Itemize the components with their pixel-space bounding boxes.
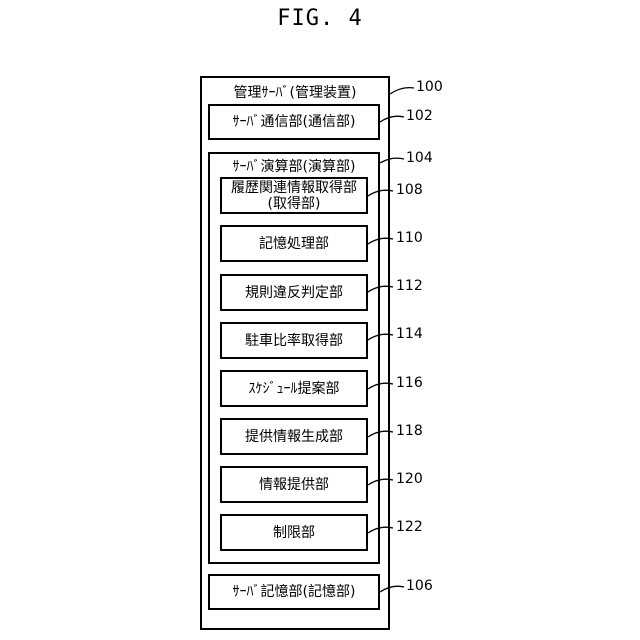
leader-108 — [368, 190, 393, 196]
leader-100 — [390, 88, 414, 94]
leader-104 — [380, 158, 404, 163]
ref-100: 100 — [416, 79, 443, 95]
ref-104: 104 — [406, 150, 433, 166]
leader-106 — [380, 586, 404, 592]
leader-102 — [380, 116, 404, 122]
ref-108: 108 — [396, 182, 423, 198]
leader-114 — [368, 334, 393, 340]
leader-120 — [368, 479, 393, 485]
ref-120: 120 — [396, 471, 423, 487]
ref-102: 102 — [406, 108, 433, 124]
ref-114: 114 — [396, 326, 423, 342]
leader-112 — [368, 286, 393, 292]
leader-116 — [368, 383, 393, 389]
ref-122: 122 — [396, 519, 423, 535]
ref-112: 112 — [396, 278, 423, 294]
leader-118 — [368, 431, 393, 437]
leader-122 — [368, 527, 393, 533]
ref-106: 106 — [406, 578, 433, 594]
ref-110: 110 — [396, 230, 423, 246]
leader-110 — [368, 238, 393, 244]
ref-118: 118 — [396, 423, 423, 439]
ref-116: 116 — [396, 375, 423, 391]
